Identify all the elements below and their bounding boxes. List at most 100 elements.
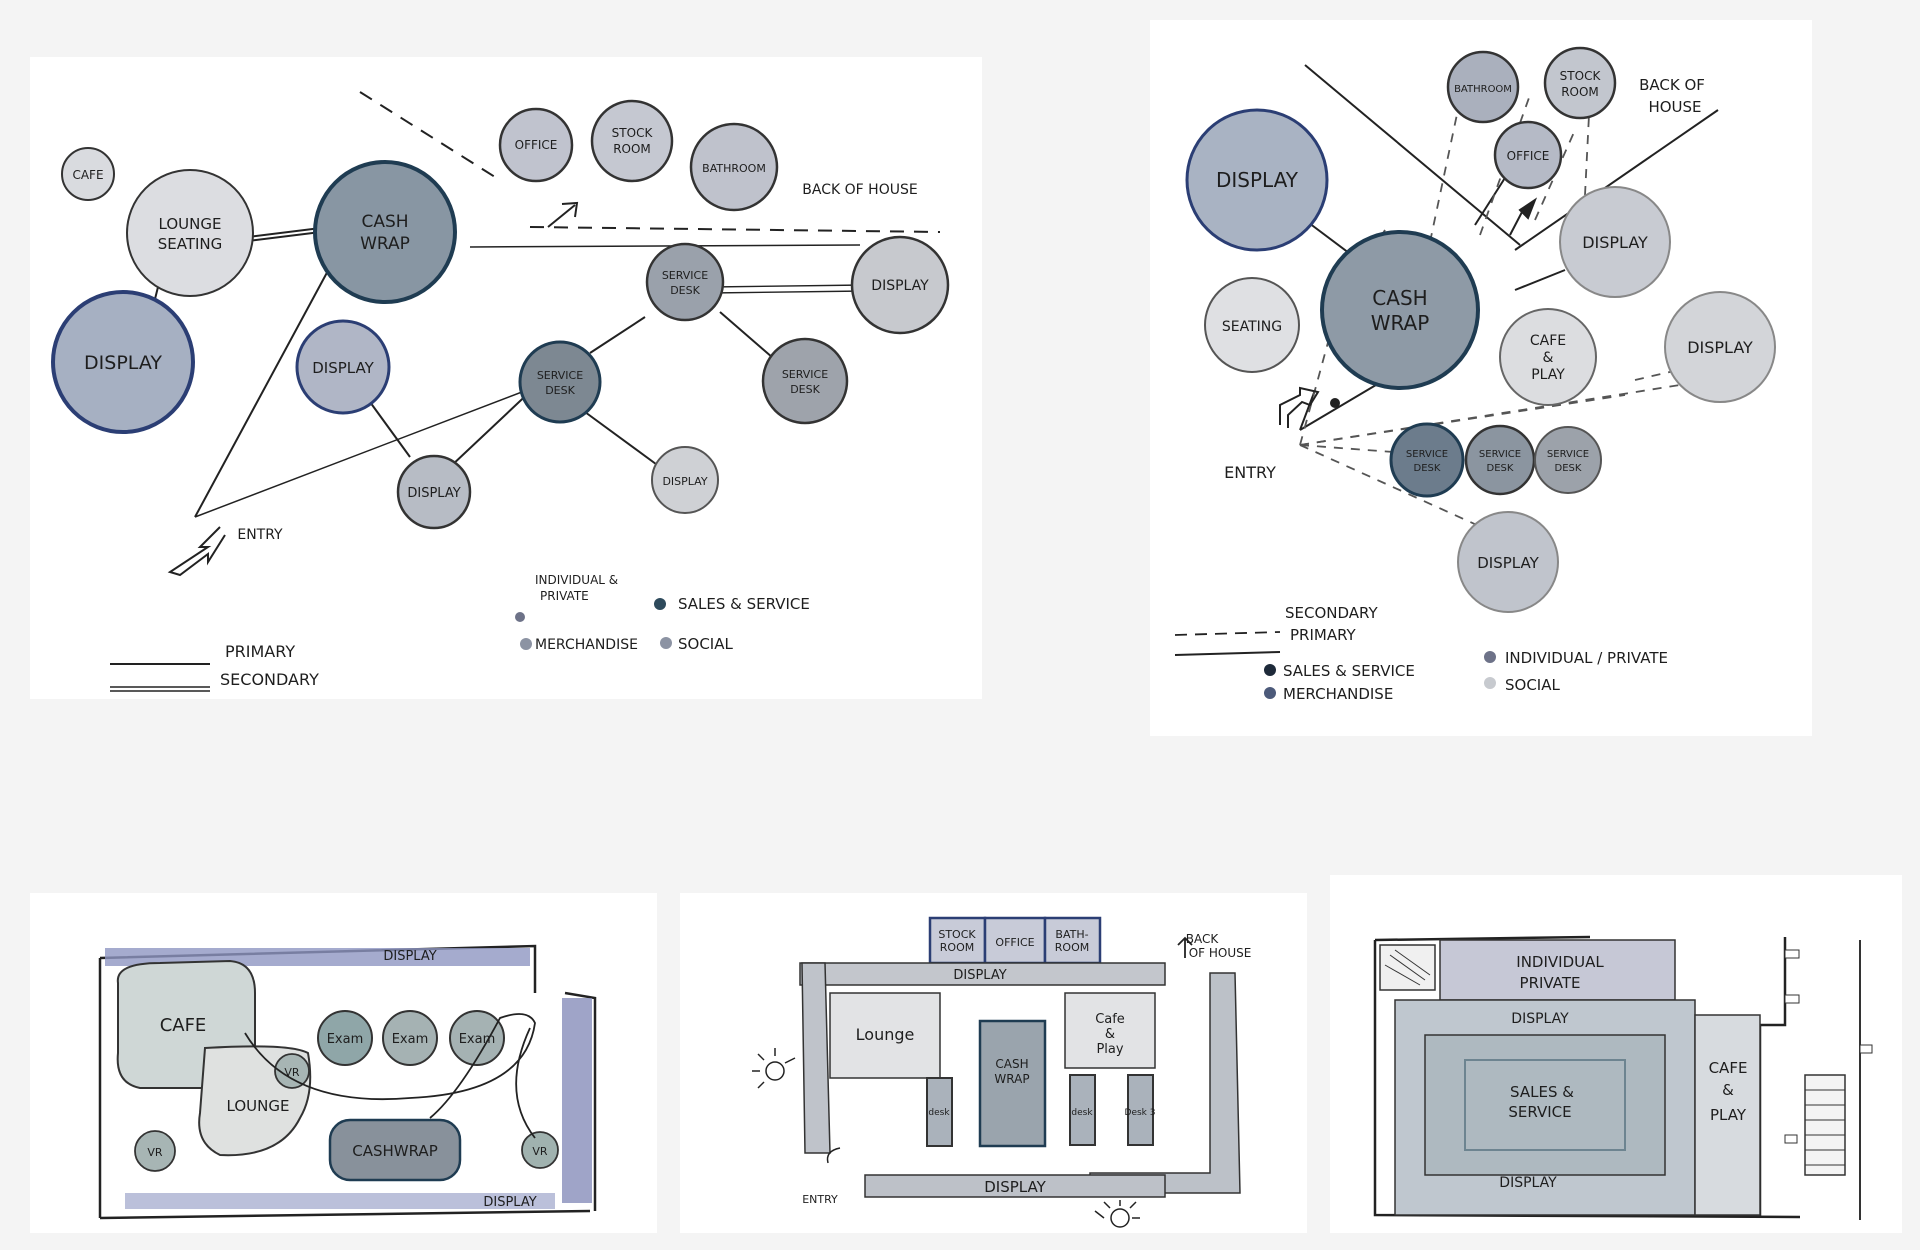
legend-social-dot: [660, 637, 672, 649]
back-of-house-label-2a: BACK OF: [1639, 76, 1705, 94]
diagram1-connectors: [150, 225, 865, 517]
plan1-vr2-label: VR: [147, 1146, 163, 1159]
lounge-seating-bubble: [127, 170, 253, 296]
cafe-label-2c: PLAY: [1531, 367, 1565, 383]
diagram1-back-arrow: [548, 203, 577, 227]
plan2-stock-label-1: STOCK: [938, 928, 976, 941]
stock-label-1: STOCK: [612, 126, 654, 140]
plan1-vr3-label: VR: [532, 1145, 548, 1158]
plan3-display-bottom-label: DISPLAY: [1499, 1175, 1557, 1191]
legend2-secondary-label: SECONDARY: [1285, 604, 1379, 622]
back-of-house-label: BACK OF HOUSE: [802, 182, 917, 198]
legend-individual-label-1: INDIVIDUAL &: [535, 573, 618, 587]
plan1-display-top-label: DISPLAY: [383, 949, 436, 964]
plan1-exam3-label: Exam: [459, 1032, 496, 1047]
plan2-office-label: OFFICE: [995, 936, 1034, 949]
plan2-cash-label-2: WRAP: [994, 1072, 1029, 1086]
plan1-exam1-label: Exam: [327, 1032, 364, 1047]
stock-room-bubble-2: [1545, 48, 1615, 118]
diagram2-back-arrow: [1510, 200, 1535, 235]
plan2-cafe-label-3: Play: [1096, 1042, 1123, 1057]
entry-label-2: ENTRY: [1224, 463, 1276, 482]
seating-label: SEATING: [1222, 319, 1282, 335]
legend2-primary-line: [1175, 652, 1280, 655]
display-right-label: DISPLAY: [871, 278, 929, 294]
display-r1-label: DISPLAY: [1582, 233, 1648, 252]
service2-label-1: SERVICE: [537, 369, 583, 382]
legend-primary-label: PRIMARY: [225, 642, 295, 661]
cash-wrap-bubble-2: [1322, 232, 1478, 388]
plan3-display-top-label: DISPLAY: [1511, 1011, 1569, 1027]
plan3-stair-right: [1805, 940, 1860, 1220]
plan1-cafe-label: CAFE: [160, 1015, 207, 1036]
legend2-social-label: SOCIAL: [1505, 676, 1560, 694]
service-desk-1-bubble: [647, 244, 723, 320]
legend-sales-dot: [654, 598, 666, 610]
legend2-individual-label: INDIVIDUAL / PRIVATE: [1505, 649, 1668, 667]
plan3-cafe-label-3: PLAY: [1710, 1106, 1747, 1124]
service-label-a2: DESK: [1414, 463, 1441, 474]
plan3-cafe-label-2: &: [1722, 1081, 1734, 1099]
plan3-cafe-label-1: CAFE: [1709, 1059, 1748, 1077]
plan2-cash-label-1: CASH: [995, 1057, 1028, 1071]
cash-label-2: WRAP: [360, 234, 410, 254]
cafe-label-2b: &: [1543, 350, 1554, 366]
stock-label-2b: ROOM: [1561, 85, 1599, 99]
display-small-label: DISPLAY: [662, 475, 707, 488]
legend-merchandise-label: MERCHANDISE: [535, 637, 638, 653]
legend2-social-dot: [1484, 677, 1496, 689]
stock-label-2a: STOCK: [1560, 69, 1602, 83]
display-tl-label: DISPLAY: [1216, 168, 1299, 192]
plan1-cashwrap-label: CASHWRAP: [352, 1142, 438, 1160]
service3-label-1: SERVICE: [782, 368, 828, 381]
display-left-label: DISPLAY: [84, 352, 162, 374]
cash-label-1: CASH: [361, 212, 408, 232]
floor-plan-3-canvas: INDIVIDUAL PRIVATE DISPLAY SALES & SERVI…: [1330, 875, 1902, 1233]
plan1-vr1-label: VR: [284, 1066, 300, 1079]
plan2-stock-label-2: ROOM: [940, 941, 974, 954]
plan2-desk3-label: Desk 3: [1125, 1108, 1156, 1118]
stock-label-2: ROOM: [613, 142, 651, 156]
office-label-2: OFFICE: [1507, 149, 1550, 163]
service-label-b1: SERVICE: [1479, 449, 1521, 460]
legend2-individual-dot: [1484, 651, 1496, 663]
service-desk-bubble-a: [1391, 424, 1463, 496]
entry-label: ENTRY: [237, 527, 283, 543]
bubble-diagram-1: CAFE LOUNGE SEATING CASH WRAP DISPLAY DI…: [30, 57, 982, 699]
display-r2-label: DISPLAY: [1687, 338, 1753, 357]
plan3-individual-label-2: PRIVATE: [1520, 974, 1581, 992]
service-desk-3-bubble: [763, 339, 847, 423]
legend-individual-dot: [515, 612, 525, 622]
plan2-bath-label-1: BATH-: [1055, 928, 1088, 941]
service2-label-2: DESK: [545, 384, 575, 397]
bathroom-label: BATHROOM: [702, 162, 766, 175]
service1-label-2: DESK: [670, 284, 700, 297]
plan2-display-bottom-label: DISPLAY: [984, 1178, 1046, 1196]
plan2-sun-icon-left: [752, 1048, 795, 1088]
plan3-sales-label-1: SALES &: [1510, 1083, 1574, 1101]
bubble-diagram-2: BATHROOM STOCK ROOM OFFICE DISPLAY DISPL…: [1150, 20, 1812, 736]
cafe-label-2a: CAFE: [1530, 333, 1566, 349]
floor-plan-2-canvas: STOCK ROOM OFFICE BATH- ROOM BACK OF HOU…: [680, 893, 1307, 1233]
office-label: OFFICE: [515, 138, 558, 152]
floor-plan-sketch-2: STOCK ROOM OFFICE BATH- ROOM BACK OF HOU…: [680, 893, 1307, 1233]
display-bottom-label-2: DISPLAY: [1477, 554, 1539, 572]
bathroom-label-2: BATHROOM: [1454, 84, 1512, 95]
service-desk-bubble-b: [1466, 426, 1534, 494]
plan1-display-bottom-label: DISPLAY: [483, 1195, 536, 1210]
legend-social-label: SOCIAL: [678, 635, 733, 653]
stock-room-bubble: [592, 101, 672, 181]
entry-arrow-icon: [170, 527, 225, 575]
back-of-house-label-2b: HOUSE: [1648, 98, 1701, 116]
floor-plan-sketch-1: DISPLAY DISPLAY CAFE Exam Exam Exam VR V…: [30, 893, 657, 1233]
floor-plan-1-canvas: DISPLAY DISPLAY CAFE Exam Exam Exam VR V…: [30, 893, 657, 1233]
plan3-sales-label-2: SERVICE: [1508, 1103, 1571, 1121]
plan1-exam2-label: Exam: [392, 1032, 429, 1047]
plan1-lounge-label: LOUNGE: [227, 1097, 290, 1115]
service-label-a1: SERVICE: [1406, 449, 1448, 460]
plan3-stair-left: [1380, 945, 1435, 990]
floor-plan-3: INDIVIDUAL PRIVATE DISPLAY SALES & SERVI…: [1330, 875, 1902, 1233]
legend-sales-label: SALES & SERVICE: [678, 595, 810, 613]
plan3-individual-label-1: INDIVIDUAL: [1516, 953, 1604, 971]
plan2-lounge-label: Lounge: [856, 1025, 915, 1044]
